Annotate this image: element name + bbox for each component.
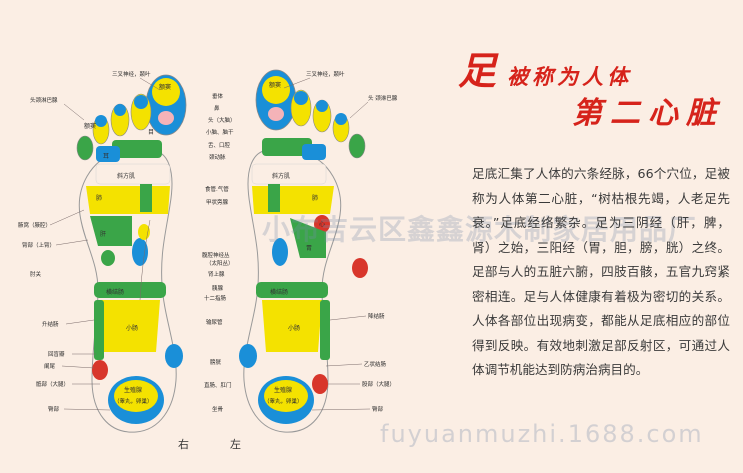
title-line-2: 第二心脏	[572, 96, 724, 131]
label-head-lymph-l: 头 颈淋巴腺	[368, 94, 398, 102]
labels-center: 垂体 鼻 头（大脑） 小脑、脑干 舌、口腔 颈动脉 食管.气管 甲状旁腺 腹腔神…	[202, 92, 236, 413]
label-trigeminal-r: 三叉神经，颞叶	[112, 70, 151, 78]
label-bladder: 膀胱	[210, 358, 222, 366]
label-thigh-r: 骶部（大腿）	[36, 380, 69, 388]
labels-left: 三叉神经，颞叶 头颈淋巴腺 腋窝（腋腔） 臂部（上臂） 肘关 升结肠 回盲瓣 阑…	[18, 70, 161, 413]
left-foot-label: 左	[230, 438, 241, 451]
label-brain: 头（大脑）	[208, 116, 236, 124]
left-transverse-text: 横结肠	[270, 288, 288, 296]
label-ureter: 输尿管	[206, 318, 223, 326]
label-thigh-l: 股部（大腿）	[362, 380, 395, 388]
label-ascending-colon: 升结肠	[42, 320, 59, 328]
right-eye-text: 目	[148, 129, 154, 136]
label-hip-l: 臀部	[372, 405, 384, 413]
label-sciatic: 坐骨	[212, 405, 224, 413]
left-foot: 额窦 斜方肌 肺 心 胃 横结肠 小肠 生殖腺 （睾丸，卵巢） 左	[230, 69, 368, 451]
right-toe-sinus-text: 额窦	[159, 83, 171, 91]
right-trapezius-text: 斜方肌	[117, 172, 135, 180]
right-toe4-sinus: 额窦	[84, 122, 96, 130]
label-hip-r: 臀部	[48, 405, 60, 413]
label-adrenal: 肾上腺	[208, 270, 225, 278]
right-ear-text: 耳	[103, 153, 109, 160]
right-foot-label: 右	[178, 437, 189, 451]
foot-reflexology-diagram: 额窦 额窦 目 耳 斜方肌 肺 肝 横结肠 小肠	[18, 69, 398, 451]
left-small-text: 小肠	[288, 324, 300, 332]
label-sigmoid: 乙状结肠	[364, 360, 387, 368]
label-esophagus: 食管.气管	[205, 185, 229, 193]
left-lung-text: 肺	[312, 195, 318, 202]
label-rectum: 直肠、肛门	[204, 381, 232, 389]
label-carotid: 颈动脉	[209, 153, 226, 161]
label-elbow: 肘关	[30, 270, 42, 278]
right-transverse-text: 横结肠	[106, 288, 124, 296]
label-arm: 臂部（上臂）	[22, 241, 55, 249]
labels-right: 三叉神经，颞叶 头 颈淋巴腺 降结肠 乙状结肠 股部（大腿） 臀部	[283, 70, 398, 413]
right-gonad-text: 生殖腺	[124, 386, 142, 394]
label-parathyroid: 甲状旁腺	[206, 198, 229, 206]
watermark-url: fuyuanmuzhi.1688.com	[380, 420, 704, 448]
label-celiac: 腹腔神经丛	[202, 251, 230, 259]
label-celiac-sub: （太阳丛）	[206, 259, 234, 267]
label-duodenum: 十二指肠	[204, 294, 227, 302]
right-lung-text: 肺	[96, 195, 102, 202]
title-line-1: 足 被称为人体	[458, 40, 632, 95]
left-gonad-text: 生殖腺	[274, 386, 292, 394]
left-gonad-sub: （睾丸，卵巢）	[264, 397, 303, 405]
left-toe-sinus-text: 额窦	[269, 81, 281, 89]
title-char: 足	[458, 48, 497, 93]
right-toe-5	[76, 135, 94, 161]
right-gonad-sub: （睾丸，卵巢）	[114, 397, 153, 405]
label-nose: 鼻	[214, 104, 220, 112]
right-small-text: 小肠	[126, 324, 138, 332]
label-trigeminal-l: 三叉神经，颞叶	[306, 70, 345, 78]
right-foot: 额窦 额窦 目 耳 斜方肌 肺 肝 横结肠 小肠	[76, 74, 189, 451]
label-cerebellum: 小脑、脑干	[206, 128, 234, 136]
label-tongue: 舌、口腔	[208, 141, 231, 149]
label-descending-colon: 降结肠	[368, 312, 385, 320]
label-pancreas: 胰腺	[212, 284, 224, 292]
label-ileocecal: 回盲瓣	[48, 350, 65, 358]
left-trapezius-text: 斜方肌	[272, 172, 290, 180]
label-armpit: 腋窝（腋腔）	[18, 221, 51, 229]
label-head-lymph-r: 头颈淋巴腺	[30, 96, 58, 104]
description-paragraph: 足底汇集了人体的六条经脉，66个穴位，足被称为人体第二心脏，“树枯根先竭，人老足…	[472, 166, 730, 377]
label-pituitary: 垂体	[212, 92, 224, 100]
watermark-text: 小布吉云区鑫鑫源木制家居用品厂	[262, 213, 698, 246]
title-rest: 被称为人体	[507, 64, 633, 89]
left-heart-text: 心	[319, 221, 325, 228]
right-liver-text: 肝	[100, 231, 106, 238]
left-stomach-text: 胃	[306, 245, 312, 252]
label-appendix: 阑尾	[44, 362, 56, 370]
